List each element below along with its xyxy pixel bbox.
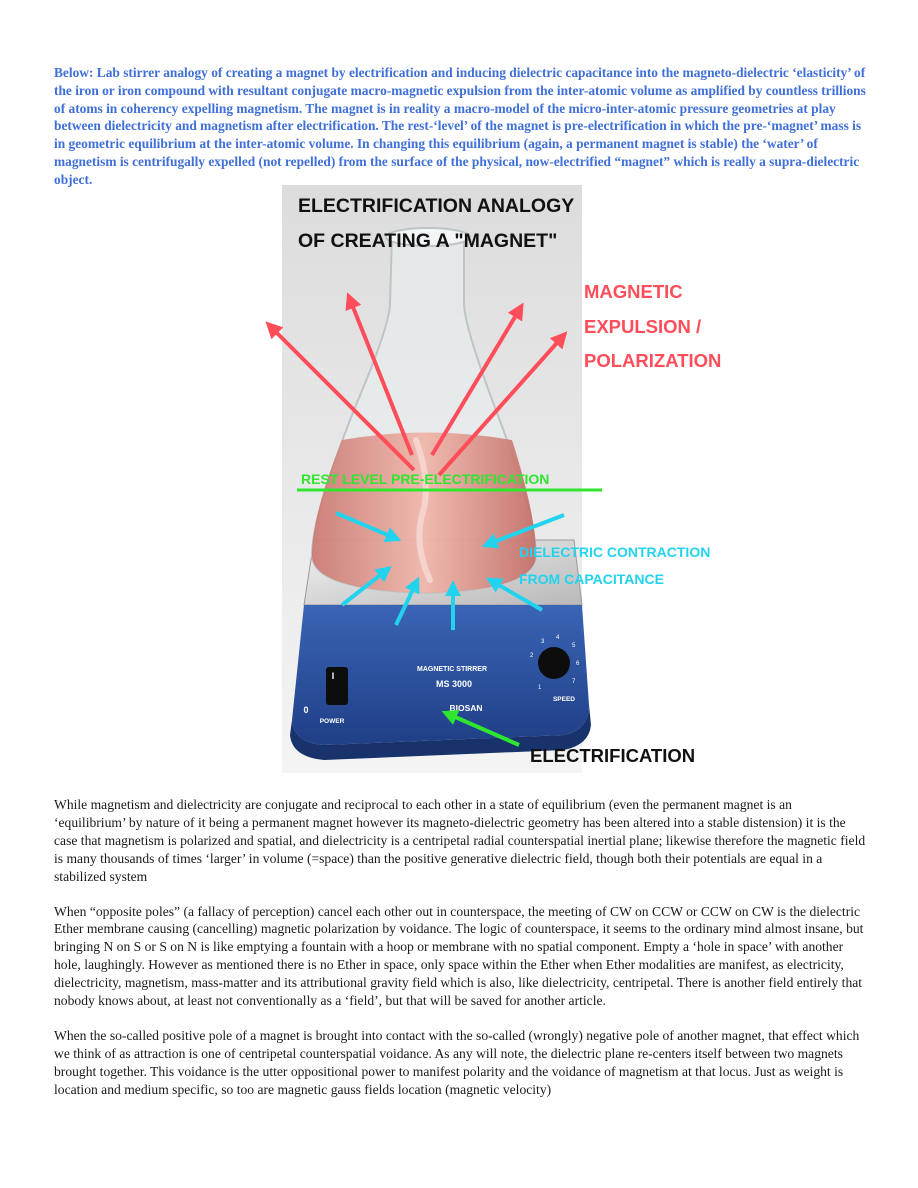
red-arrow — [345, 292, 414, 456]
red-arrow — [430, 302, 524, 457]
red-arrow — [437, 331, 568, 477]
power-switch — [326, 667, 348, 705]
rest-level-label: REST LEVEL PRE-ELECTRIFICATION — [301, 471, 549, 487]
maker-label: BIOSAN — [449, 703, 482, 713]
dial-mark: 5 — [572, 643, 576, 649]
red-arrow — [265, 321, 416, 472]
cyan-arrow — [485, 577, 543, 612]
dial-mark: 4 — [556, 635, 560, 641]
stirrer-base-front — [290, 705, 591, 760]
speed-label: SPEED — [553, 696, 575, 703]
model-label: MS 3000 — [436, 679, 472, 689]
article-body: While magnetism and dielectricity are co… — [54, 796, 866, 1116]
dial-mark: 1 — [538, 685, 542, 691]
dielectric-label-line1: DIELECTRIC CONTRACTION — [519, 544, 710, 560]
magnetic-label-line1: MAGNETIC — [584, 281, 683, 302]
power-label: POWER — [320, 718, 345, 725]
switch-on-mark: I — [332, 671, 335, 681]
dial-mark: 3 — [541, 639, 545, 645]
figure-title-line2: OF CREATING A "MAGNET" — [298, 230, 557, 252]
figure-title-line1: ELECTRIFICATION ANALOGY — [298, 195, 574, 217]
dielectric-contraction-arrows — [335, 511, 565, 630]
speed-dial — [538, 647, 570, 679]
electrification-arrow — [441, 710, 520, 747]
cyan-arrow — [340, 566, 392, 607]
cyan-arrow — [335, 511, 402, 542]
magnetic-label-line2: EXPULSION / — [584, 316, 701, 337]
paragraph: When the so-called positive pole of a ma… — [54, 1027, 860, 1097]
cyan-arrow — [394, 576, 420, 626]
electrification-label: ELECTRIFICATION — [530, 745, 695, 766]
speed-dial-marks: 1 2 3 4 5 6 7 — [530, 635, 580, 691]
figure-caption: Below: Lab stirrer analogy of creating a… — [54, 65, 866, 187]
stirrer-base — [292, 605, 589, 745]
liquid-vortex — [413, 437, 433, 583]
brand-label: MAGNETIC STIRRER — [417, 666, 487, 673]
dial-mark: 6 — [576, 661, 580, 667]
dial-mark: 2 — [530, 653, 534, 659]
stirrer-analogy-figure: I 0 POWER MAGNETIC STIRRER MS 3000 BIOSA… — [164, 185, 751, 773]
magnetic-label-line3: POLARIZATION — [584, 350, 721, 371]
cyan-arrow — [481, 513, 565, 549]
dielectric-label-line2: FROM CAPACITANCE — [519, 571, 664, 587]
dial-mark: 7 — [572, 679, 576, 685]
magnetic-expulsion-arrows — [265, 292, 568, 477]
switch-off-mark: 0 — [303, 705, 308, 715]
paragraph: While magnetism and dielectricity are co… — [54, 797, 866, 884]
paragraph: When “opposite poles” (a fallacy of perc… — [54, 903, 864, 1009]
flask-rim — [385, 227, 471, 247]
